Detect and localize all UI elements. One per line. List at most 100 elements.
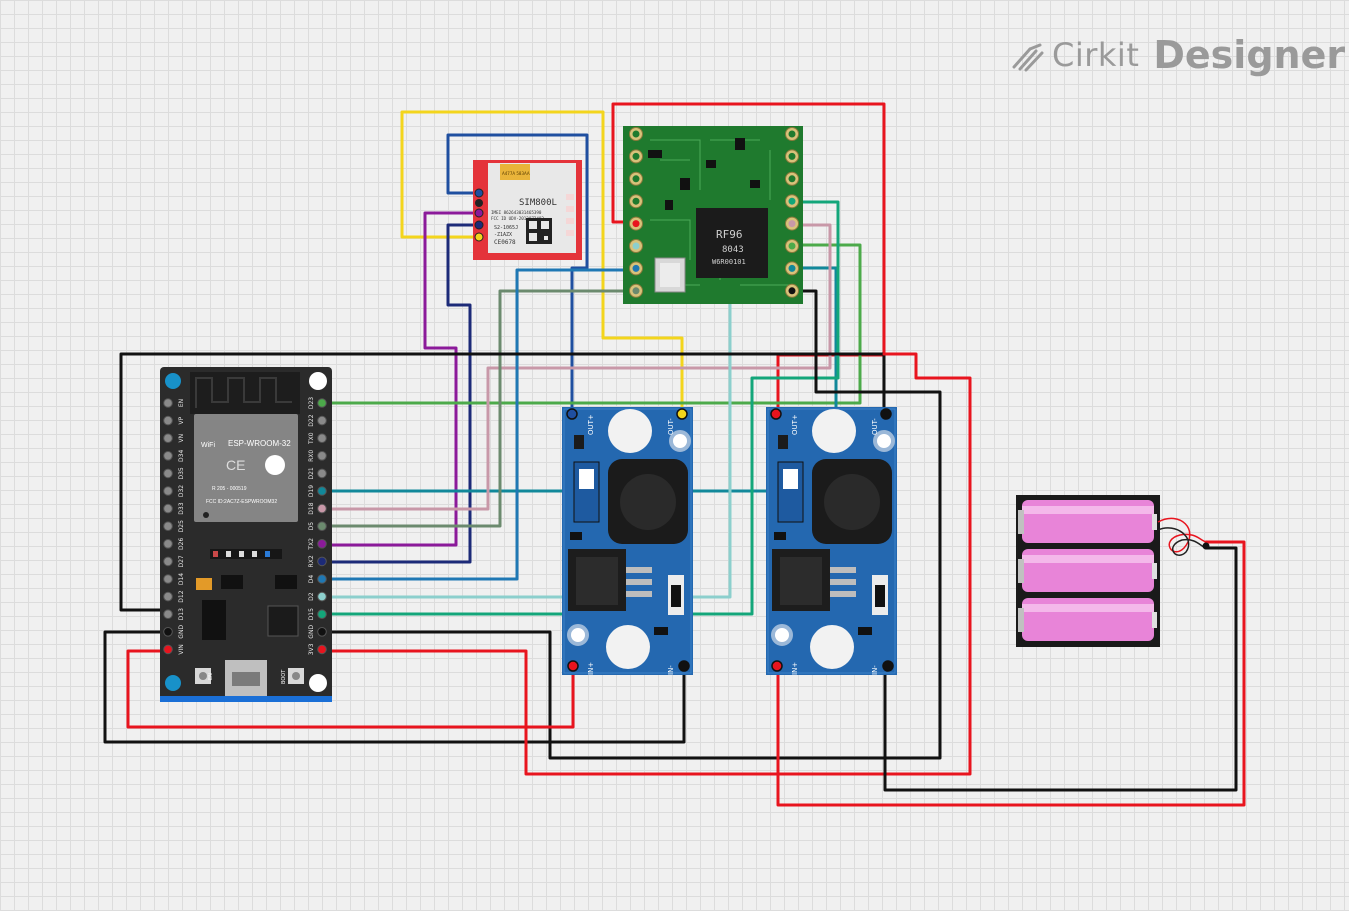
esp-pin-label: 3V3	[308, 643, 315, 655]
esp-pin-d27[interactable]	[163, 556, 173, 567]
wire-mosi[interactable]	[320, 243, 862, 405]
wire-bat-neg[interactable]	[883, 546, 1238, 792]
esp-pin-d12[interactable]	[163, 591, 173, 602]
pin-out-plus[interactable]	[566, 408, 578, 420]
esp-pin-label: D14	[178, 573, 185, 585]
pin-rst[interactable]	[474, 208, 484, 218]
rfm-pin[interactable]	[788, 242, 796, 250]
rfm-pin[interactable]	[788, 175, 796, 183]
esp-pin-d2[interactable]	[317, 591, 327, 602]
pin-out-plus[interactable]	[770, 408, 782, 420]
fcc-text: FCC ID:2AC7Z-ESPWROOM32	[206, 499, 277, 505]
rfm-pin[interactable]	[632, 287, 640, 295]
rfm-pin[interactable]	[632, 152, 640, 160]
wire-reset[interactable]	[320, 268, 639, 581]
rfm-pin[interactable]	[632, 220, 640, 228]
en-label: EN	[208, 673, 214, 680]
pin-in-minus[interactable]	[882, 660, 894, 672]
esp-pin-label: D35	[178, 467, 185, 479]
rfm-pin[interactable]	[632, 264, 640, 272]
esp-pin-d33[interactable]	[163, 503, 173, 514]
rfm-pin[interactable]	[788, 264, 796, 272]
esp-pin-rx2[interactable]	[317, 556, 327, 567]
pin-rxd[interactable]	[474, 220, 484, 230]
rfm-pin[interactable]	[632, 197, 640, 205]
wire-sck[interactable]	[320, 223, 832, 511]
esp-pin-d4[interactable]	[317, 574, 327, 584]
esp-pin-tx0[interactable]	[317, 433, 327, 444]
pin-txd[interactable]	[474, 232, 484, 242]
esp-pin-d22[interactable]	[317, 415, 327, 426]
esp-pin-d21[interactable]	[317, 468, 327, 479]
wire-bundle-icon	[1012, 43, 1044, 72]
wire-nss[interactable]	[320, 289, 639, 528]
pin-vcc[interactable]	[475, 199, 483, 207]
sim-fcc: FCC ID UDV-2013072402	[491, 216, 544, 221]
esp-pin-vin[interactable]	[163, 644, 173, 655]
pin-out-minus[interactable]	[676, 408, 688, 420]
wire-sim-rx[interactable]	[320, 223, 480, 564]
sim-imei: IMEI 862643031465390	[491, 210, 542, 215]
pin-net[interactable]	[474, 188, 484, 198]
esp-pin-d18[interactable]	[317, 503, 327, 514]
esp-pin-label: D22	[308, 414, 315, 426]
esp-pin-d23[interactable]	[317, 398, 327, 408]
esp-pin-d5[interactable]	[317, 521, 327, 532]
esp-pin-d25[interactable]	[163, 521, 173, 532]
esp-pin-d14[interactable]	[163, 574, 173, 584]
wire-rfm-gnd[interactable]	[320, 289, 942, 760]
battery-terminal[interactable]	[1202, 542, 1210, 550]
esp-pin-vp[interactable]	[163, 415, 173, 426]
rfm-pin[interactable]	[632, 130, 640, 138]
wroom-label: ESP-WROOM-32	[228, 439, 291, 448]
buck-converter-1[interactable]: OUT+ OUT- IN+ IN-	[562, 407, 693, 675]
esp-pin-d19[interactable]	[317, 486, 327, 496]
esp-pin-d13[interactable]	[163, 609, 173, 620]
rfm-pin[interactable]	[788, 197, 796, 205]
esp-pin-label: D5	[308, 522, 315, 531]
wire-esp-3v3[interactable]	[320, 352, 972, 776]
rfm-pin[interactable]	[632, 175, 640, 183]
wire-esp-vin[interactable]	[126, 649, 575, 729]
sim800l-module[interactable]: A477A 583AA SIM800L IMEI 862643031465390…	[473, 160, 582, 260]
esp-pin-tx2[interactable]	[317, 539, 327, 549]
rfm-pin[interactable]	[788, 287, 796, 295]
esp-pin-gnd[interactable]	[163, 627, 173, 637]
battery-lead-red	[1157, 517, 1207, 553]
cert-text: R 205 - 000519	[212, 486, 247, 492]
rfm-pin[interactable]	[788, 152, 796, 160]
pin-in-minus[interactable]	[678, 660, 690, 672]
rfm-pin[interactable]	[788, 220, 796, 228]
wire-bat-pos[interactable]	[776, 540, 1246, 807]
esp-pin-d15[interactable]	[317, 609, 327, 620]
esp-pin-vn[interactable]	[163, 433, 173, 444]
esp-pin-3v3[interactable]	[317, 644, 327, 655]
cell-cap	[1152, 612, 1157, 628]
esp-pin-d32[interactable]	[163, 486, 173, 496]
wire-sim-tx[interactable]	[320, 211, 480, 547]
buck-converter-2[interactable]: OUT+ OUT- IN+ IN-	[766, 407, 897, 675]
label-out-plus: OUT+	[791, 414, 799, 435]
wire-sim-blue[interactable]	[446, 133, 589, 416]
wire-sim-vcc[interactable]	[400, 110, 684, 416]
rfm-pin[interactable]	[632, 242, 640, 250]
rfm-pin[interactable]	[788, 130, 796, 138]
wire-esp-gnd[interactable]	[103, 630, 686, 744]
esp-pin-d35[interactable]	[163, 468, 173, 479]
esp-pin-en[interactable]	[163, 398, 173, 408]
esp-pin-label: D27	[178, 555, 185, 567]
esp32-board[interactable]: ESP-WROOM-32 WiFi CE R 205 - 000519 FCC …	[160, 367, 332, 702]
pin-out-minus[interactable]	[880, 408, 892, 420]
battery-pack[interactable]	[1016, 495, 1210, 647]
esp-pin-gnd[interactable]	[317, 627, 327, 637]
rfm96-module[interactable]: RF96 8043 W6R00101	[623, 126, 803, 304]
pin-in-plus[interactable]	[771, 660, 783, 672]
wire-top-gnd[interactable]	[119, 352, 886, 612]
label-in-minus: IN-	[871, 665, 879, 675]
pin-in-plus[interactable]	[567, 660, 579, 672]
esp-pin-d34[interactable]	[163, 451, 173, 461]
esp-pin-d26[interactable]	[163, 539, 173, 549]
esp-pin-rx0[interactable]	[317, 451, 327, 461]
esp32-left-pins: ENVPVND34D35D32D33D25D26D27D14D12D13GNDV…	[163, 398, 185, 655]
cell-spring	[1018, 608, 1024, 632]
